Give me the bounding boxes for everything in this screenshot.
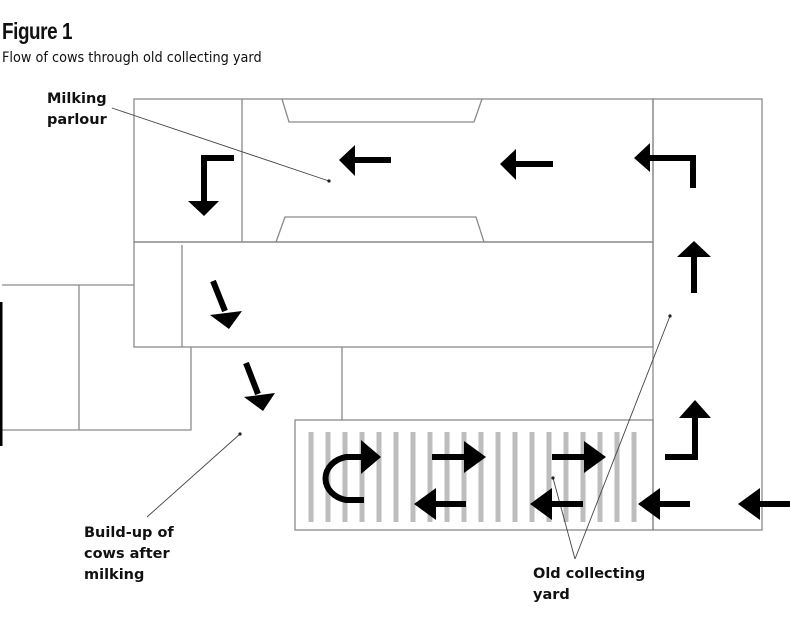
leader-build-up	[146, 433, 241, 518]
arrow-right-icon	[552, 441, 606, 473]
figure-title: Figure 1	[2, 18, 73, 44]
arrow-left-icon	[500, 149, 553, 180]
label-line: Milking	[47, 91, 107, 107]
label-line: parlour	[47, 112, 107, 128]
label-build-up: Build-up of cows after milking	[84, 523, 174, 586]
arrow-down-right-icon	[243, 361, 275, 411]
arrow-left-icon	[530, 488, 583, 520]
label-line: milking	[84, 567, 145, 583]
arrow-down-right-icon	[210, 279, 242, 329]
u-turn-arrow-icon	[322, 440, 381, 503]
leader-yard-1	[552, 477, 576, 560]
arrow-left-icon	[638, 488, 690, 520]
label-old-collecting-yard: Old collecting yard	[533, 564, 645, 606]
build-up-area-outline	[2, 347, 192, 431]
label-line: cows after	[84, 546, 170, 562]
leader-milking-parlour	[111, 107, 330, 182]
leader-yard-2	[574, 315, 671, 560]
label-line: Old collecting	[533, 566, 646, 582]
flow-arrows	[188, 143, 790, 520]
turn-up-arrow-icon	[665, 400, 711, 460]
turn-left-arrow-icon	[634, 143, 696, 188]
old-collecting-yard-outline	[294, 419, 654, 531]
arrow-left-icon	[414, 488, 466, 520]
entry-lane-outline	[652, 98, 763, 531]
label-milking-parlour: Milking parlour	[47, 89, 107, 131]
figure-subtitle: Flow of cows through old collecting yard	[2, 50, 262, 66]
walls	[0, 98, 763, 531]
parlour-pit-bottom	[275, 216, 485, 243]
arrow-up-icon	[677, 241, 711, 293]
arrow-left-icon	[339, 145, 391, 176]
label-line: Build-up of	[84, 525, 174, 541]
leader-dot-milking-parlour	[327, 179, 331, 183]
leader-dot-build-up	[238, 432, 242, 436]
arrow-left-icon	[738, 488, 790, 520]
milking-parlour-outline	[133, 98, 654, 243]
turn-down-arrow-icon	[188, 155, 234, 216]
leader-dot-yard-2	[668, 314, 672, 318]
parlour-pit-top	[281, 98, 483, 123]
leader-lines	[111, 107, 672, 560]
exit-lane-outline	[133, 241, 654, 348]
label-line: yard	[533, 587, 570, 603]
leader-dot-yard-1	[551, 476, 555, 480]
arrow-right-icon	[432, 441, 486, 473]
